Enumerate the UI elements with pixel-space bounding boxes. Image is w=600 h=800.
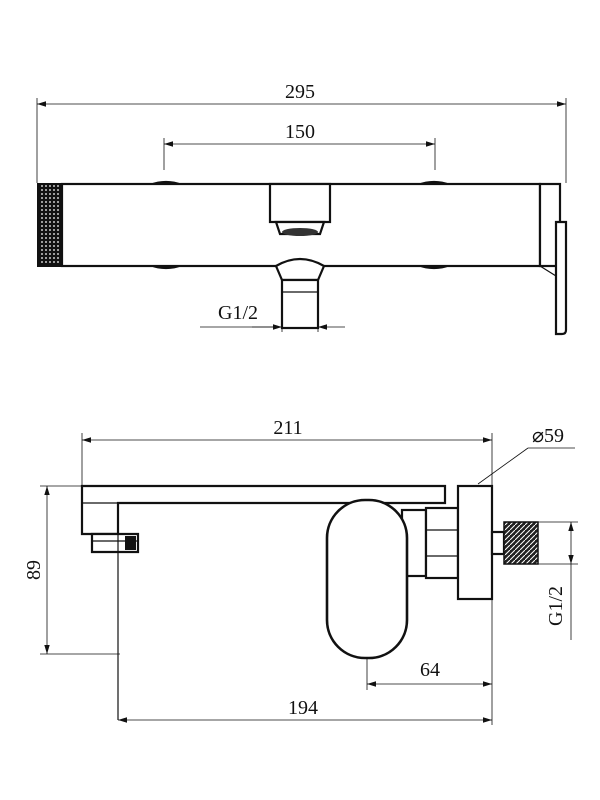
wall-flange bbox=[456, 484, 494, 601]
lever-handle-side bbox=[325, 498, 409, 660]
dimension-wall-centers: 150 bbox=[163, 121, 436, 170]
outlet-thread-label-front: G1/2 bbox=[218, 302, 258, 324]
dimension-spout-length: 211 bbox=[81, 417, 493, 486]
front-view: 295 150 bbox=[36, 81, 568, 336]
dimension-outlet-thread-front: G1/2 bbox=[200, 302, 345, 332]
dimension-handle-projection: 64 bbox=[366, 599, 493, 725]
threaded-connector: G1/2 bbox=[490, 521, 578, 640]
outlet-thread-label-side: G1/2 bbox=[545, 586, 567, 626]
spout-length-label: 211 bbox=[273, 417, 302, 439]
diverter-button bbox=[268, 182, 332, 236]
wall-center-distance-label: 150 bbox=[285, 121, 315, 143]
lever-handle-front bbox=[538, 182, 568, 336]
dimension-flange-diameter: ⌀59 bbox=[477, 425, 575, 485]
body-length-label: 194 bbox=[288, 697, 318, 719]
side-view: 211 ⌀59 89 bbox=[23, 417, 578, 725]
height-label: 89 bbox=[23, 560, 45, 580]
flange-diameter-label: ⌀59 bbox=[532, 425, 564, 447]
connector-nut bbox=[400, 506, 460, 580]
bottom-outlet bbox=[274, 257, 326, 330]
dimension-body-length: 194 bbox=[118, 697, 492, 723]
overall-width-label: 295 bbox=[285, 81, 315, 103]
knurled-knob bbox=[37, 183, 63, 267]
dimension-overall-width: 295 bbox=[36, 81, 567, 183]
dimension-height: 89 bbox=[23, 485, 120, 655]
handle-projection-label: 64 bbox=[420, 659, 440, 681]
